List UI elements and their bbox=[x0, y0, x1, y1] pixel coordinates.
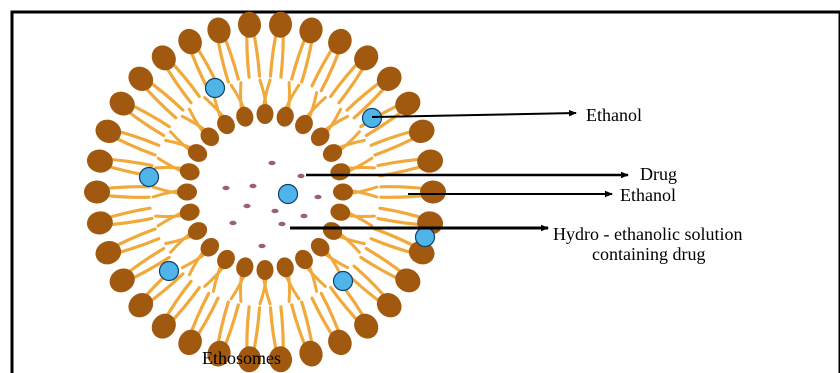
drug-particle-icon bbox=[278, 222, 285, 226]
outer-phospholipid-head bbox=[349, 309, 383, 344]
drug-particle-icon bbox=[258, 244, 265, 248]
drug-particle-icon bbox=[229, 221, 236, 225]
inner-phospholipid-head bbox=[177, 184, 197, 201]
label-drug: Drug bbox=[640, 164, 677, 184]
ethanol-molecule-icon bbox=[363, 109, 382, 128]
outer-phospholipid-head bbox=[296, 15, 325, 46]
outer-phospholipid-head bbox=[349, 41, 383, 76]
figure-title: Ethosomes bbox=[202, 348, 281, 368]
outer-phospholipid-head bbox=[147, 41, 181, 76]
ethanol-molecule-icon bbox=[279, 185, 298, 204]
ethanol-molecule-icon bbox=[416, 228, 435, 247]
inner-phospholipid-head bbox=[333, 184, 353, 201]
outer-phospholipid-head bbox=[92, 237, 125, 268]
outer-phospholipid-head bbox=[372, 62, 407, 97]
outer-phospholipid-head bbox=[85, 209, 115, 236]
label-hydro-line1: Hydro - ethanolic solution bbox=[553, 224, 742, 244]
label-ethanol-outer: Ethanol bbox=[586, 105, 642, 125]
drug-particle-icon bbox=[249, 184, 256, 188]
outer-phospholipid-head bbox=[415, 147, 445, 174]
drug-particle-icon bbox=[268, 161, 275, 165]
drug-particle-icon bbox=[222, 186, 229, 190]
outer-phospholipid-head bbox=[420, 181, 446, 204]
outer-phospholipid-head bbox=[405, 116, 438, 147]
label-ethanol-inner: Ethanol bbox=[620, 185, 676, 205]
ethanol-molecule-icon bbox=[206, 79, 225, 98]
inner-phospholipid-head bbox=[274, 105, 296, 129]
outer-phospholipid-head bbox=[372, 288, 407, 323]
outer-phospholipid-head bbox=[85, 147, 115, 174]
inner-phospholipid-head bbox=[234, 105, 256, 129]
ethanol-molecule-icon bbox=[160, 262, 179, 281]
drug-particle-icon bbox=[314, 195, 321, 199]
outer-phospholipid-head bbox=[84, 181, 110, 204]
inner-phospholipid-head bbox=[257, 260, 274, 280]
inner-phospholipid-head bbox=[328, 201, 352, 223]
inner-phospholipid-head bbox=[328, 161, 352, 183]
outer-phospholipid-head bbox=[237, 11, 262, 39]
outer-phospholipid-head bbox=[123, 288, 158, 323]
inner-leaflet-heads bbox=[177, 104, 353, 280]
outer-phospholipid-head bbox=[92, 116, 125, 147]
drug-particle-icon bbox=[297, 174, 304, 178]
ethanol-molecule-icon bbox=[334, 272, 353, 291]
outer-phospholipid-head bbox=[268, 11, 293, 39]
drug-particle-icon bbox=[300, 214, 307, 218]
drug-particle-icon bbox=[271, 209, 278, 213]
inner-phospholipid-head bbox=[274, 255, 296, 279]
drug-particle-icon bbox=[243, 204, 250, 208]
outer-phospholipid-head bbox=[204, 15, 233, 46]
inner-phospholipid-head bbox=[234, 255, 256, 279]
inner-phospholipid-head bbox=[178, 201, 202, 223]
inner-phospholipid-head bbox=[178, 161, 202, 183]
ethanol-molecule-icon bbox=[140, 168, 159, 187]
outer-leaflet-heads bbox=[84, 11, 446, 373]
outer-phospholipid-head bbox=[296, 338, 325, 369]
outer-phospholipid-head bbox=[123, 62, 158, 97]
inner-phospholipid-head bbox=[257, 104, 274, 124]
outer-phospholipid-head bbox=[147, 309, 181, 344]
label-hydro-line2: containing drug bbox=[592, 244, 705, 264]
